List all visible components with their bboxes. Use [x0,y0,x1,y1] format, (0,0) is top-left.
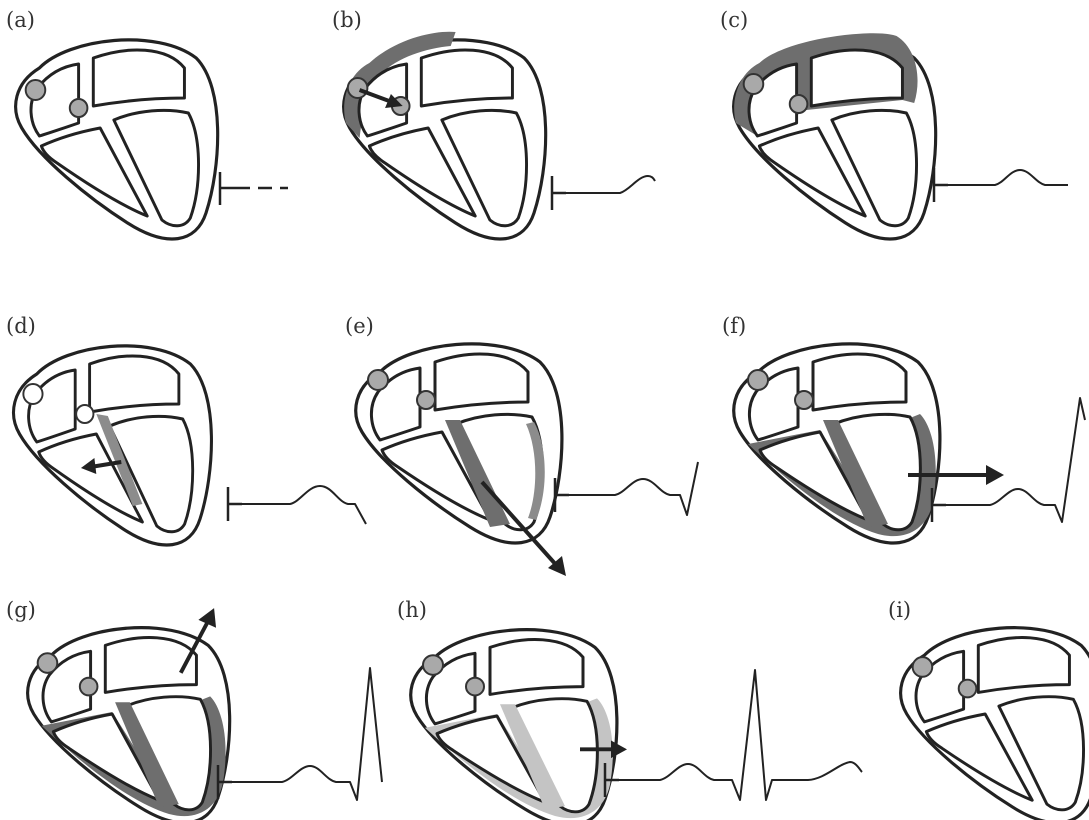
sa-node [348,78,368,98]
panel-label-i: (i) [888,598,911,622]
sa-node [23,384,42,404]
av-node [76,405,93,423]
panel-c-ecg [934,168,1068,202]
av-node [80,678,98,696]
av-node [70,99,88,117]
panel-label-e: (e) [345,314,374,338]
panel-label-a: (a) [6,8,35,32]
panel-g-heart [28,608,230,820]
sa-node [423,655,443,675]
panel-label-d: (d) [6,314,36,338]
av-node [466,678,484,696]
arrow-head [611,741,627,759]
panel-d-heart [14,346,212,545]
panel-i-heart [901,628,1089,820]
sa-node [368,370,388,390]
panel-d-ecg [228,486,366,524]
panel-c-heart [734,33,936,239]
av-node [959,680,977,698]
panel-label-b: (b) [332,8,362,32]
sa-node [748,370,768,390]
panel-e-ecg [555,462,698,515]
av-node [795,391,813,409]
panel-label-h: (h) [397,598,427,622]
panel-h-heart [411,630,627,820]
sa-node [38,653,58,673]
arrow-head [986,465,1004,485]
av-node [417,391,435,409]
panel-a-ecg [220,172,288,205]
panel-e-heart [356,344,566,576]
panel-label-f: (f) [722,314,746,338]
panel-h-ecg [605,670,862,800]
panel-f-heart [734,344,1004,543]
panel-label-g: (g) [6,598,36,622]
panel-b-heart [344,32,546,239]
sa-node [744,74,764,94]
panel-a-heart [16,40,218,239]
av-node [790,95,808,113]
sa-node [913,657,933,677]
panel-label-c: (c) [720,8,748,32]
sa-node [26,80,46,100]
panel-g-ecg [218,668,382,800]
panel-f-ecg [932,398,1085,522]
panel-b-ecg [552,176,655,210]
